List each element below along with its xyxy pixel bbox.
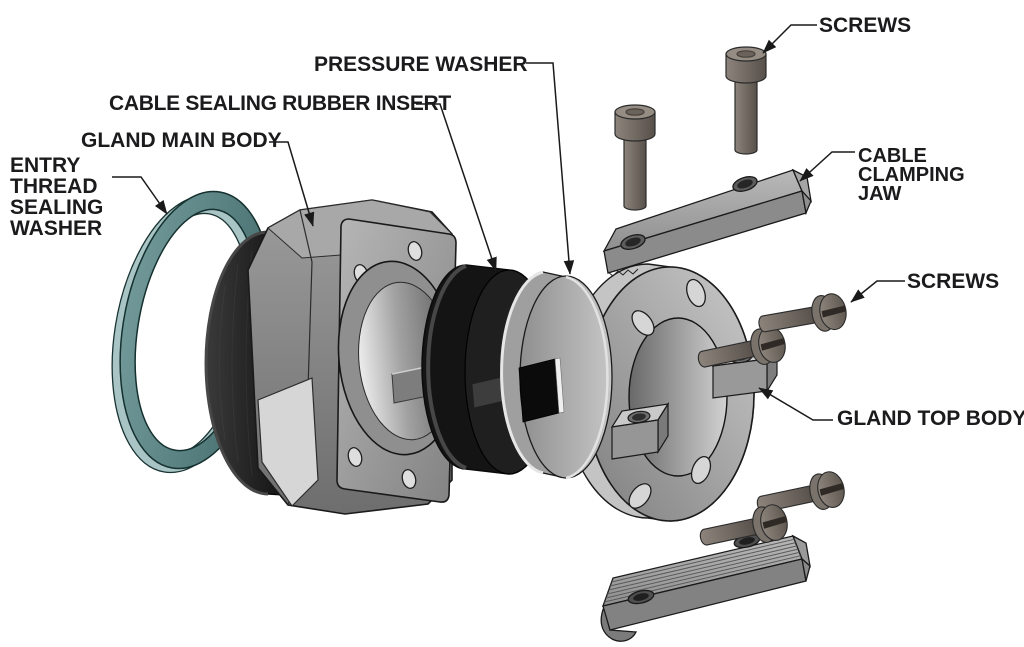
leader-pressure-washer [526,62,575,275]
serrated-clamping-jaw-part [600,533,811,642]
leader-gland-main-body [269,141,315,227]
leader-screws-right [850,280,905,303]
cable-clamping-jaw-part [602,168,813,277]
washer-slot [518,358,560,423]
top-body-bolt-holes [628,278,712,509]
top-body-left-lug [610,401,670,460]
screw-vertical-2 [614,104,656,211]
label-line: SEALING [10,196,104,219]
pressure-washer-part [500,270,613,480]
label-line: THREAD [10,175,98,198]
screw-horizontal-4 [699,504,788,546]
label-cable-clamping-jaw: CABLE CLAMPING JAW [858,145,965,205]
leader-entry-thread [112,176,168,215]
label-line: ENTRY [10,154,81,177]
label-screws-right: SCREWS [907,270,1000,293]
label-gland-top-body: GLAND TOP BODY [837,407,1024,430]
screw-horizontal-1 [697,326,786,368]
label-screws-top: SCREWS [819,14,912,37]
leader-screws-top [762,24,817,54]
label-line: WASHER [10,217,103,240]
leader-clamping-jaw [799,151,855,182]
label-line: CLAMPING [858,164,965,186]
label-pressure-washer: PRESSURE WASHER [314,53,528,76]
leader-gland-top-body [758,387,833,421]
screw-vertical-1 [725,46,767,155]
label-gland-main-body: GLAND MAIN BODY [81,129,282,152]
label-line: CABLE [858,145,927,167]
label-entry-thread-sealing-washer: ENTRY THREAD SEALING WASHER [10,155,103,239]
leader-lines [112,24,905,421]
leader-cable-insert [416,103,497,272]
label-cable-sealing-rubber-insert: CABLE SEALING RUBBER INSERT [109,92,451,115]
label-line: JAW [858,183,902,205]
gland-top-body-part [563,263,779,522]
screw-horizontal-2 [758,293,847,333]
